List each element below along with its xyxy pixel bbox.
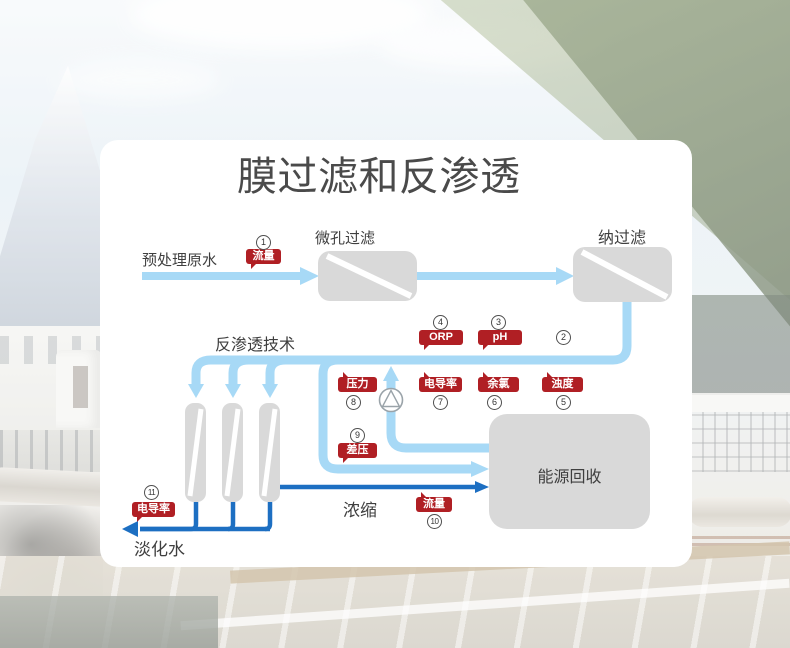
building (690, 393, 790, 412)
sensor-number-11: 11 (144, 485, 159, 500)
label-nanofiltration: 纳过滤 (598, 230, 647, 247)
cloud (60, 60, 220, 100)
flow-arrow (471, 461, 489, 477)
badge-tail (483, 344, 489, 350)
badge-text: 流量 (252, 250, 275, 262)
flow-arrow (122, 521, 138, 537)
badge-tail (483, 372, 489, 378)
badge-tail (137, 516, 143, 522)
badge-text: ORP (429, 331, 453, 343)
badge-tail (547, 372, 553, 378)
permeate-pipe (264, 502, 273, 532)
sensor-number-8: 8 (346, 395, 361, 410)
ro-branch-pipe (228, 355, 250, 384)
badge-tail (343, 372, 349, 378)
label-microfiltration: 微孔过滤 (315, 230, 376, 247)
sensor-number-7: 7 (433, 395, 448, 410)
badge-tail (421, 492, 427, 498)
flow-arrow (475, 481, 489, 493)
badge-text: 浊度 (551, 378, 574, 390)
badge-text: 余氯 (487, 378, 510, 390)
label-permeate: 淡化水 (134, 540, 185, 559)
sensor-badge-turbidity-5: 浊度 (542, 372, 583, 392)
ro-branch-pipe (265, 355, 287, 384)
equipment (185, 247, 672, 529)
sensor-badge-ph-3: pH (478, 330, 522, 350)
sensor-badge-diff-pressure-9: 差压 (338, 443, 377, 463)
membrane-stripe (187, 408, 204, 497)
sensor-number-2: 2 (556, 330, 571, 345)
flow-arrow (188, 384, 204, 398)
sensor-number-10: 10 (427, 514, 442, 529)
badge-tail (424, 344, 430, 350)
badge-tail (343, 457, 349, 463)
railing (0, 430, 103, 472)
product-pipes (140, 484, 476, 532)
energy-recovery-box (489, 414, 650, 529)
flow-arrow (383, 366, 399, 381)
badge-tail (251, 263, 257, 269)
trees (690, 295, 790, 395)
permeate-pipe (227, 502, 236, 532)
sensor-number-6: 6 (487, 395, 502, 410)
sensor-number-3: 3 (491, 315, 506, 330)
badge-text: 差压 (346, 444, 369, 456)
membrane-stripe (224, 408, 241, 497)
sensor-badge-chlorine-6: 余氯 (478, 372, 519, 392)
sensor-number-4: 4 (433, 315, 448, 330)
membrane-stripe (261, 408, 278, 497)
pump-icon-triangle (381, 389, 401, 408)
label-energy-recovery: 能源回收 (537, 469, 602, 486)
label-ro-technology: 反渗透技术 (215, 337, 296, 354)
label-feed-water: 预处理原水 (142, 252, 218, 269)
sensor-badge-conductivity-7: 电导率 (419, 372, 462, 392)
label-concentrate: 浓缩 (343, 501, 377, 520)
sensor-badge-flow-1: 流量 (246, 249, 281, 269)
badge-tail (424, 372, 430, 378)
flow-arrow (300, 267, 319, 285)
membrane-stripe (580, 249, 669, 300)
tank-door (73, 366, 88, 408)
product-arrows (122, 481, 489, 537)
sensor-badge-flow-10: 流量 (416, 492, 452, 512)
industrial-pipe (688, 497, 790, 527)
sensor-badge-orp-4: ORP (419, 330, 463, 350)
badge-text: 流量 (423, 498, 445, 510)
feed-pipes (142, 272, 632, 474)
flow-arrow (225, 384, 241, 398)
badge-text: 电导率 (424, 378, 457, 390)
diagram-title: 膜过滤和反渗透 (237, 155, 521, 199)
ro-feed-pipe (191, 302, 632, 384)
railing (690, 412, 790, 472)
pump-return-pipe (386, 381, 489, 453)
badge-text: 压力 (346, 378, 369, 390)
sensor-number-9: 9 (350, 428, 365, 443)
badge-text: pH (492, 331, 508, 343)
membrane-stripe (325, 253, 413, 299)
flow-arrow (556, 267, 574, 285)
badge-text: 电导率 (137, 503, 170, 515)
sensor-badge-conductivity-11: 电导率 (132, 502, 175, 522)
sensor-number-5: 5 (556, 395, 571, 410)
sensor-badge-pressure-8: 压力 (338, 372, 377, 392)
flow-arrows (188, 267, 574, 477)
bypass-pipe (318, 355, 471, 474)
flow-arrow (262, 384, 278, 398)
water-basin (0, 596, 218, 648)
sensor-number-1: 1 (256, 235, 271, 250)
